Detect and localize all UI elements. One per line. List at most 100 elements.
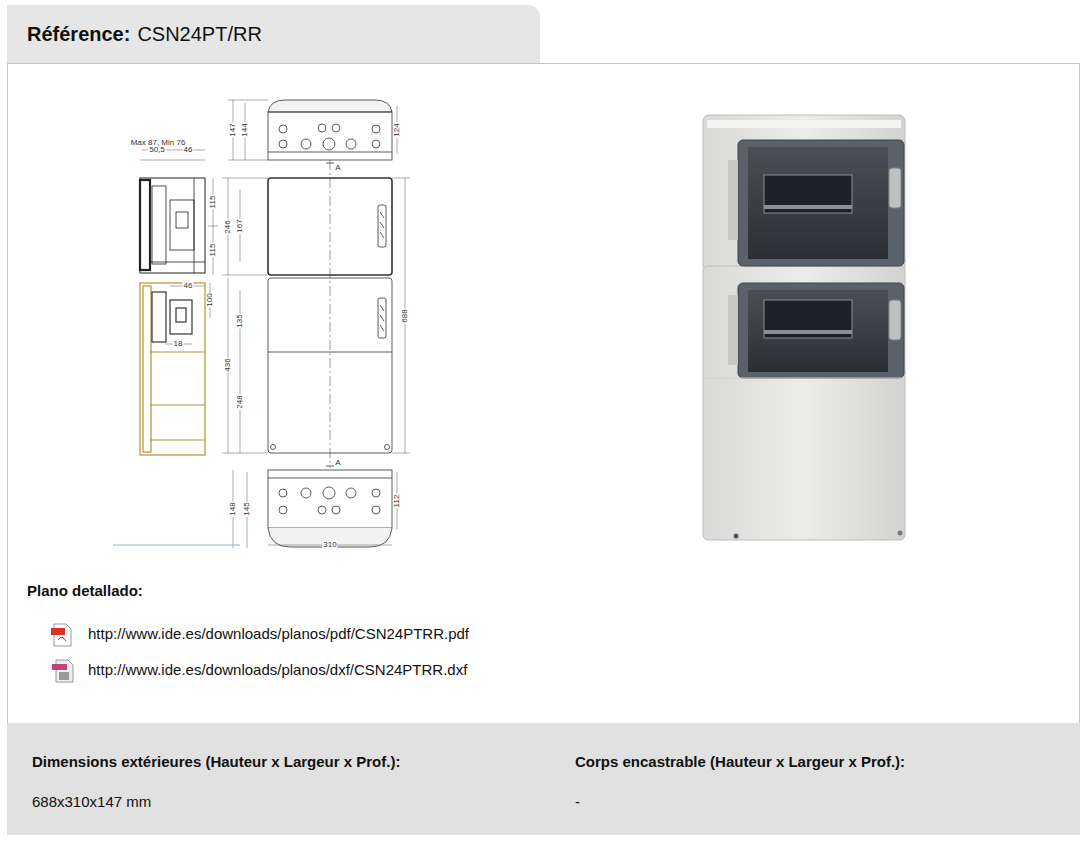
side-view-upper xyxy=(140,180,150,270)
top-view xyxy=(372,140,380,148)
dimensions-band: Dimensions extérieures (Hauteur x Largeu… xyxy=(7,723,1080,835)
side-view-lower xyxy=(152,292,166,342)
product-photo xyxy=(738,283,904,378)
dimension-value: 135 xyxy=(236,313,244,328)
section-heading: Plano detallado: xyxy=(27,583,143,598)
dimension-value: 436 xyxy=(224,357,232,372)
top-view xyxy=(372,125,380,133)
side-view-lower xyxy=(143,286,151,452)
dimension-value: 50,5 xyxy=(148,146,166,154)
top-view xyxy=(268,100,392,112)
field-label: Référence: xyxy=(27,23,130,46)
product-photo xyxy=(703,115,905,272)
side-view-lower xyxy=(150,439,205,440)
dimension-value: 115 xyxy=(209,243,217,258)
product-photo xyxy=(734,534,739,539)
product-photo xyxy=(728,295,738,365)
product-photo xyxy=(703,115,905,540)
top-view xyxy=(301,139,311,149)
dimension-value: 167 xyxy=(236,218,244,233)
front-view xyxy=(380,305,384,331)
dimension-lines xyxy=(222,453,268,454)
front-view xyxy=(271,445,276,450)
side-view-upper xyxy=(150,262,205,263)
bottom-view xyxy=(268,478,392,479)
side-view-upper xyxy=(140,178,205,273)
top-view xyxy=(268,152,392,153)
dimension-lines xyxy=(222,178,268,179)
top-view xyxy=(279,125,287,133)
dimension-value: 124 xyxy=(393,122,401,137)
front-view xyxy=(326,163,334,466)
bottom-view xyxy=(279,506,287,514)
front-view xyxy=(330,160,331,468)
dimension-lines xyxy=(140,100,410,548)
top-view xyxy=(279,140,287,148)
reference-tab: Référence: CSN24PT/RR xyxy=(7,5,540,63)
product-photo xyxy=(748,290,888,372)
dimension-value: 18 xyxy=(173,340,184,348)
product-photo xyxy=(707,120,901,128)
bottom-view xyxy=(268,470,392,547)
top-view xyxy=(346,139,356,149)
underline-rule xyxy=(113,545,240,546)
dimension-lines xyxy=(140,160,205,161)
dimension-value: 145 xyxy=(243,501,251,516)
dimension-lines xyxy=(228,100,268,101)
product-photo xyxy=(898,531,903,536)
reference-code: CSN24PT/RR xyxy=(137,23,261,46)
product-photo xyxy=(889,168,901,208)
side-view-lower xyxy=(176,308,186,322)
dimension-value: 248 xyxy=(236,394,244,409)
bottom-view xyxy=(279,489,287,497)
dimension-lines xyxy=(213,178,214,275)
dxf-icon xyxy=(52,660,73,682)
download-link: http://www.ide.es/downloads/planos/dxf/C… xyxy=(88,662,467,677)
product-photo xyxy=(764,205,852,209)
product-photo xyxy=(889,300,901,340)
pdf-icon xyxy=(58,637,66,641)
front-view xyxy=(380,212,384,238)
dxf-icon xyxy=(59,672,69,680)
side-view-upper xyxy=(140,178,205,273)
top-view xyxy=(268,100,392,160)
side-view-lower xyxy=(170,300,192,334)
top-view xyxy=(323,138,335,150)
section-marker: A xyxy=(334,164,341,172)
top-view xyxy=(268,112,392,160)
front-view xyxy=(378,298,386,338)
dimension-value: 147 xyxy=(229,122,237,137)
dimension-value: 112 xyxy=(393,494,401,509)
dimension-value: 100 xyxy=(206,292,214,307)
product-photo xyxy=(748,147,888,259)
dimension-value: 46 xyxy=(183,146,194,154)
dimension-value: 310 xyxy=(322,541,337,549)
dimension-value: 148 xyxy=(229,501,237,516)
pdf-icon xyxy=(51,624,71,646)
dimension-value: 115 xyxy=(209,195,217,210)
field-label: Corps encastrable (Hauteur x Largeur x P… xyxy=(575,753,905,770)
dimension-value: 688 xyxy=(401,308,409,323)
field-value: 688x310x147 mm xyxy=(32,793,151,810)
side-view-lower xyxy=(140,283,205,455)
product-photo xyxy=(728,160,738,240)
bottom-view xyxy=(346,488,356,498)
bottom-view xyxy=(372,506,380,514)
top-view xyxy=(332,124,340,132)
product-photo xyxy=(764,300,852,338)
dimension-lines xyxy=(392,178,410,179)
product-photo xyxy=(703,266,905,540)
bottom-view xyxy=(301,488,311,498)
side-view-lower xyxy=(150,404,205,405)
technical-drawing xyxy=(113,100,410,548)
bottom-view xyxy=(318,506,326,514)
side-view-upper xyxy=(152,186,166,264)
top-view xyxy=(318,124,326,132)
dxf-icon xyxy=(52,664,67,670)
bottom-view xyxy=(268,470,392,528)
front-view xyxy=(378,205,386,247)
bottom-view xyxy=(372,489,380,497)
dimension-lines xyxy=(392,453,410,454)
